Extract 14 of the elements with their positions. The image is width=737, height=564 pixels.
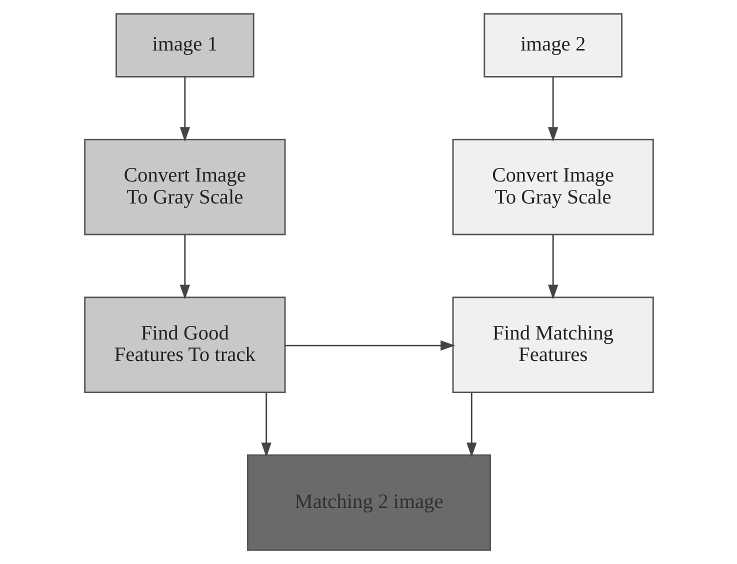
node-box: Convert Image To Gray Scale — [84, 138, 286, 236]
node-box: Find Good Features To track — [84, 296, 286, 394]
arrow — [179, 76, 190, 142]
node-box: Convert Image To Gray Scale — [452, 138, 654, 236]
node-box: image 1 — [115, 13, 254, 78]
node-box: Matching 2 image — [246, 454, 490, 551]
arrow — [547, 234, 558, 300]
arrow — [466, 392, 476, 458]
arrow — [179, 234, 190, 300]
arrow — [284, 340, 455, 351]
arrow — [547, 76, 558, 142]
node-box: image 2 — [483, 13, 622, 78]
arrow — [260, 392, 271, 458]
node-box: Find Matching Features — [452, 296, 654, 394]
